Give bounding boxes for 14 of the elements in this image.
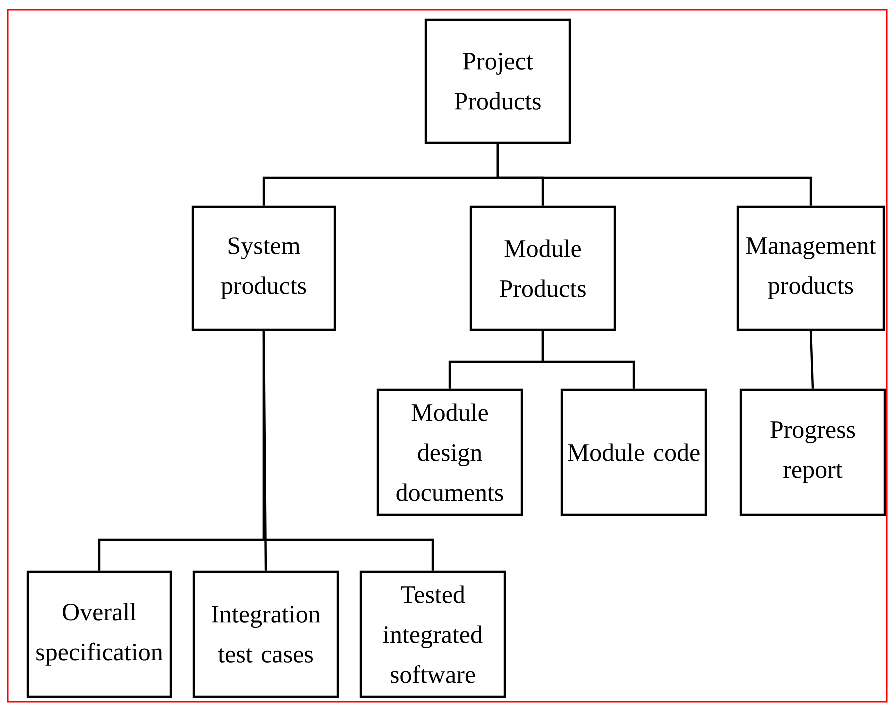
product-box: Project Products <box>424 18 572 144</box>
product-box: Module Products <box>470 206 616 332</box>
connector-line <box>496 144 812 206</box>
product-box: System products <box>192 206 336 332</box>
product-box: Module code <box>560 388 708 516</box>
connector-line <box>542 331 636 389</box>
connector-line <box>810 331 814 389</box>
product-box: Tested integrated software <box>360 570 506 698</box>
product-box: Overall specification <box>26 570 172 698</box>
product-box: Progress report <box>740 388 886 516</box>
product-box: Management products <box>736 206 886 332</box>
product-box: Module design documents <box>376 388 524 516</box>
product-box: Integration test cases <box>192 570 340 698</box>
connector-line <box>262 331 434 571</box>
